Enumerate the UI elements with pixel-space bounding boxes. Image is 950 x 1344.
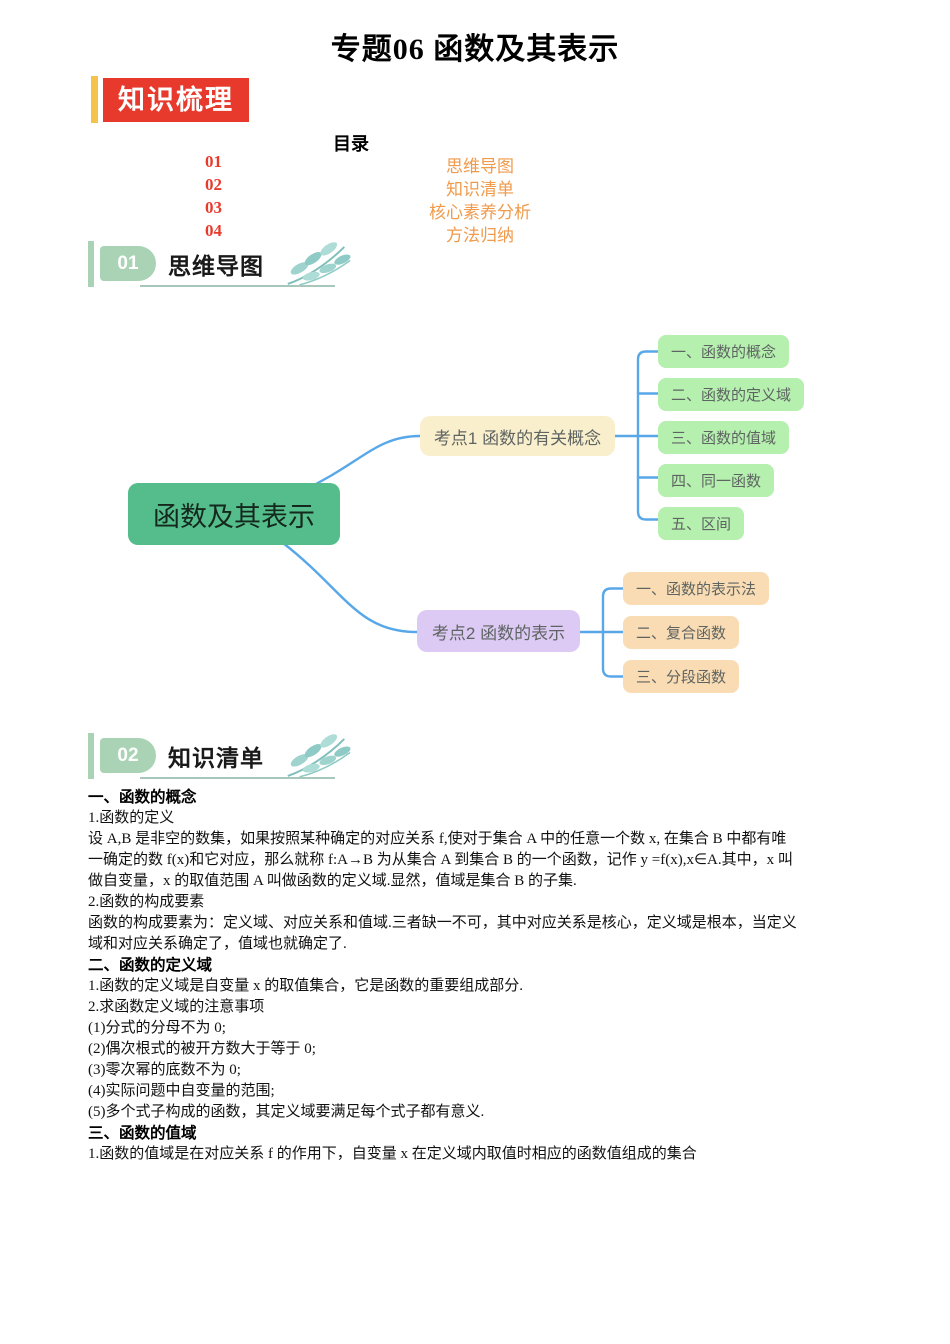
toc-heading: 目录: [333, 134, 369, 154]
banner-accent-bar: [91, 76, 98, 123]
mindmap-child-node: 一、函数的表示法: [623, 572, 770, 605]
section-title: 思维导图: [168, 253, 264, 279]
mindmap-child-node: 一、函数的概念: [658, 335, 790, 368]
toc-list: 01 思维导图 02 知识清单 03 核心素养分析 04 方法归纳: [0, 152, 950, 245]
mindmap-connectors: [281, 350, 660, 678]
toc-item-number: 04: [205, 221, 222, 240]
toc-row: 02 知识清单: [0, 175, 950, 199]
section-header-knowledge: 02 知识清单: [88, 733, 368, 783]
mindmap-branch2-children: 一、函数的表示法二、复合函数三、分段函数: [623, 572, 770, 693]
toc-row: 04 方法归纳: [0, 221, 950, 245]
mindmap-child-node: 二、复合函数: [623, 616, 740, 649]
mindmap-diagram: 函数及其表示 考点1 函数的有关概念 考点2 函数的表示 一、函数的概念二、函数…: [0, 300, 950, 730]
section-title: 知识清单: [168, 745, 264, 771]
toc-item-label: 方法归纳: [446, 226, 514, 245]
mindmap-child-node: 三、分段函数: [623, 660, 740, 693]
content-line: 1.函数的定义: [88, 810, 175, 826]
toc-row: 03 核心素养分析: [0, 198, 950, 222]
mindmap-branch1-node: 考点1 函数的有关概念: [420, 416, 615, 456]
toc-row: 01 思维导图: [0, 152, 950, 176]
content-line: 一确定的数 f(x)和它对应，那么就称 f:A→B 为从集合 A 到集合 B 的…: [88, 852, 793, 868]
toc-item-label: 思维导图: [446, 157, 514, 176]
section-underline: [140, 777, 335, 779]
toc-item-number: 01: [205, 152, 222, 171]
mindmap-child-node: 四、同一函数: [658, 464, 775, 497]
section-header-mindmap: 01 思维导图: [88, 241, 368, 291]
mindmap-child-node: 三、函数的值域: [658, 421, 790, 454]
toc-item-number: 03: [205, 198, 222, 217]
content-line: 1.函数的定义域是自变量 x 的取值集合，它是函数的重要组成部分.: [88, 978, 524, 994]
mindmap-child-node: 五、区间: [658, 507, 745, 540]
knowledge-content: 一、函数的概念 1.函数的定义设 A,B 是非空的数集，如果按照某种确定的对应关系…: [88, 787, 888, 1165]
content-line: 二、函数的定义域: [88, 957, 213, 974]
content-line: 域和对应关系确定了，值域也就确定了.: [88, 936, 347, 952]
content-line: (5)多个式子构成的函数，其定义域要满足每个式子都有意义.: [88, 1104, 485, 1120]
leaf-icon: [287, 242, 351, 286]
content-line: 2.函数的构成要素: [88, 894, 205, 910]
content-line: 函数的构成要素为：定义域、对应关系和值域.三者缺一不可，其中对应关系是核心，定义…: [88, 915, 797, 931]
mindmap-branch2-node: 考点2 函数的表示: [417, 610, 580, 652]
content-line: (4)实际问题中自变量的范围;: [88, 1083, 275, 1099]
content-line: (1)分式的分母不为 0;: [88, 1020, 226, 1036]
content-line: 做自变量，x 的取值范围 A 叫做函数的定义域.显然，值域是集合 B 的子集.: [88, 873, 577, 889]
section-accent-bar: [88, 241, 94, 287]
mindmap-child-node: 二、函数的定义域: [658, 378, 805, 411]
content-line: 2.求函数定义域的注意事项: [88, 999, 265, 1015]
mindmap-root-node: 函数及其表示: [128, 483, 340, 545]
mindmap-branch1-children: 一、函数的概念二、函数的定义域三、函数的值域四、同一函数五、区间: [658, 335, 805, 540]
content-line: 1.函数的值域是在对应关系 f 的作用下，自变量 x 在定义域内取值时相应的函数…: [88, 1146, 697, 1162]
toc-item-number: 02: [205, 175, 222, 194]
page-title: 专题06 函数及其表示: [330, 33, 620, 66]
section-number-badge: 01: [100, 246, 156, 281]
content-line: 设 A,B 是非空的数集，如果按照某种确定的对应关系 f,使对于集合 A 中的任…: [88, 831, 787, 847]
section-underline: [140, 285, 335, 287]
banner-label: 知识梳理: [103, 77, 249, 122]
section-accent-bar: [88, 733, 94, 779]
leaf-icon: [287, 734, 351, 778]
content-line: 三、函数的值域: [88, 1125, 197, 1142]
section-number-badge: 02: [100, 738, 156, 773]
toc-item-label: 知识清单: [446, 180, 514, 199]
knowledge-banner: 知识梳理: [91, 76, 249, 123]
toc-item-label: 核心素养分析: [429, 203, 531, 222]
content-line: (2)偶次根式的被开方数大于等于 0;: [88, 1041, 316, 1057]
content-line: (3)零次幂的底数不为 0;: [88, 1062, 241, 1078]
content-line: 一、函数的概念: [88, 789, 197, 806]
